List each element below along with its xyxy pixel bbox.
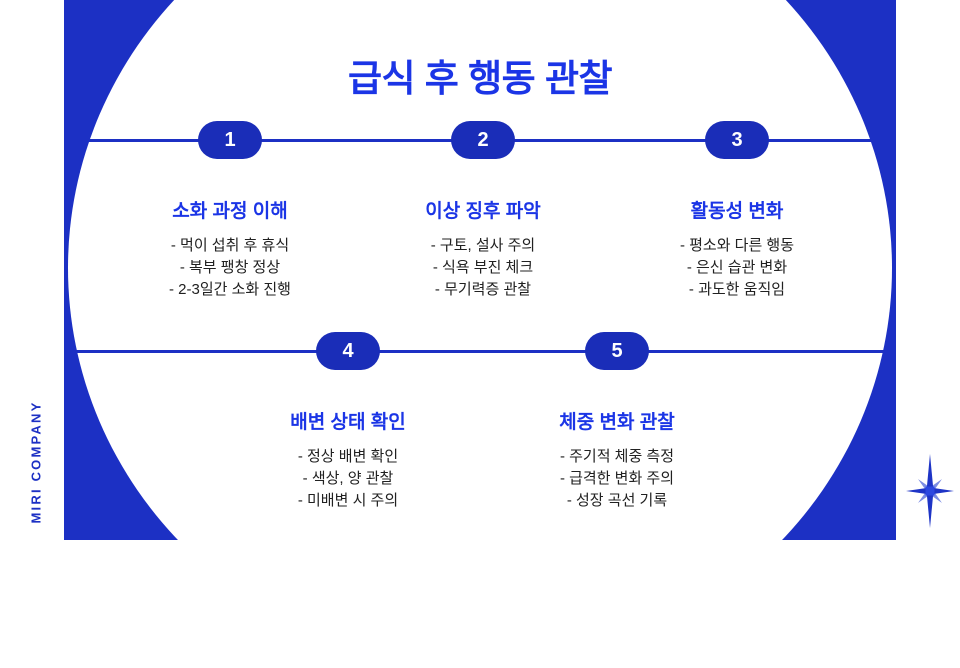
step-heading: 활동성 변화: [690, 201, 784, 222]
step-item: - 미배변 시 주의: [297, 492, 399, 509]
step-pill-5: 5: [585, 332, 649, 370]
step-item: - 급격한 변화 주의: [559, 470, 675, 487]
step-column-2: 이상 징후 파악 - 구토, 설사 주의 - 식욕 부진 체크 - 무기력증 관…: [368, 196, 598, 301]
step-pill-2: 2: [451, 121, 515, 159]
step-item: - 주기적 체중 측정: [559, 448, 675, 465]
step-pill-1: 1: [198, 121, 262, 159]
page-title: 급식 후 행동 관찰: [347, 58, 613, 99]
step-item: - 먹이 섭취 후 휴식: [170, 237, 290, 254]
step-number: 4: [342, 339, 354, 362]
step-column-1: 소화 과정 이해 - 먹이 섭취 후 휴식 - 복부 팽창 정상 - 2-3일간…: [115, 196, 345, 301]
sparkle-star-icon: [906, 454, 954, 528]
step-number: 3: [731, 128, 743, 151]
step-item: - 색상, 양 관찰: [302, 470, 394, 487]
step-column-3: 활동성 변화 - 평소와 다른 행동 - 은신 습관 변화 - 과도한 움직임: [622, 196, 852, 301]
step-column-4: 배변 상태 확인 - 정상 배변 확인 - 색상, 양 관찰 - 미배변 시 주…: [233, 407, 463, 512]
step-heading: 이상 징후 파악: [425, 201, 541, 222]
step-item: - 평소와 다른 행동: [679, 237, 795, 254]
step-item: - 복부 팽창 정상: [179, 259, 281, 276]
step-number: 5: [611, 339, 623, 362]
step-item: - 식욕 부진 체크: [432, 259, 534, 276]
step-column-5: 체중 변화 관찰 - 주기적 체중 측정 - 급격한 변화 주의 - 성장 곡선…: [502, 407, 732, 512]
step-item: - 과도한 움직임: [688, 281, 786, 298]
step-item: - 성장 곡선 기록: [566, 492, 668, 509]
step-heading: 소화 과정 이해: [172, 201, 288, 222]
brand-vertical-text: MIRI COMPANY: [28, 400, 44, 524]
step-item: - 은신 습관 변화: [686, 259, 788, 276]
step-pill-4: 4: [316, 332, 380, 370]
step-pill-3: 3: [705, 121, 769, 159]
timeline-line-row2: [66, 350, 894, 353]
step-number: 1: [224, 128, 236, 151]
step-number: 2: [477, 128, 489, 151]
step-item: - 정상 배변 확인: [297, 448, 399, 465]
step-item: - 2-3일간 소화 진행: [169, 281, 291, 298]
step-heading: 체중 변화 관찰: [559, 412, 675, 433]
step-item: - 구토, 설사 주의: [430, 237, 536, 254]
step-heading: 배변 상태 확인: [290, 412, 406, 433]
step-item: - 무기력증 관찰: [434, 281, 532, 298]
